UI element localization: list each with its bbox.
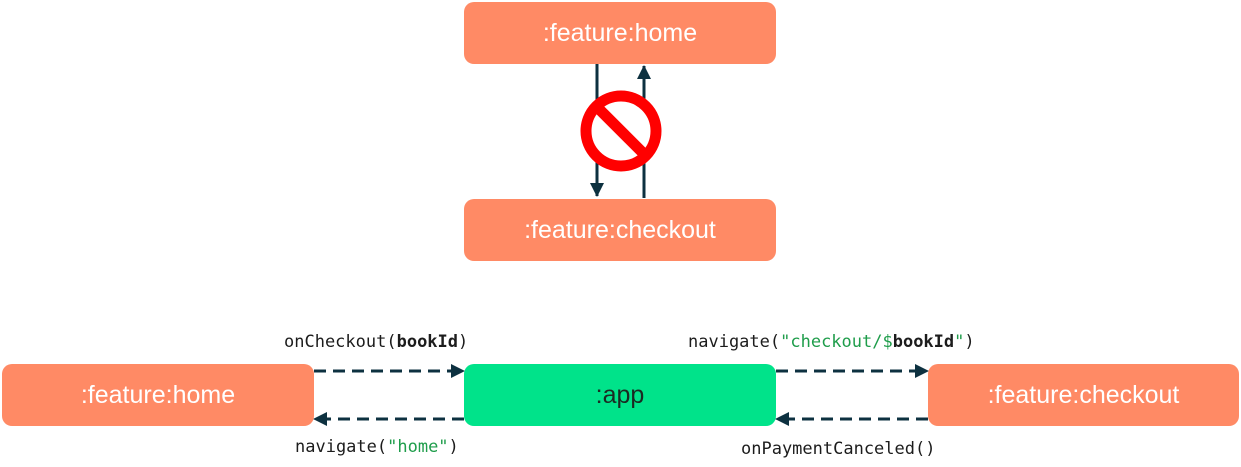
bottom-checkout-module-box: :feature:checkout xyxy=(928,364,1239,426)
navigate-home-string: "home" xyxy=(387,437,449,457)
top-checkout-module-box: :feature:checkout xyxy=(464,199,776,261)
app-module-label: :app xyxy=(595,380,645,409)
top-home-module-box: :feature:home xyxy=(464,2,776,64)
navigate-checkout-label: navigate("checkout/$bookId") xyxy=(688,332,975,352)
bottom-home-module-label: :feature:home xyxy=(80,380,236,409)
on-checkout-fn: onCheckout( xyxy=(284,332,397,352)
navigate-checkout-string-open: "checkout/$ xyxy=(780,332,893,352)
on-checkout-close: ) xyxy=(458,332,469,352)
navigate-checkout-close: ) xyxy=(964,332,975,352)
app-module-box: :app xyxy=(464,364,776,426)
navigate-checkout-arg: bookId xyxy=(892,332,955,352)
navigate-checkout-fn: navigate( xyxy=(688,332,781,352)
forbidden-icon xyxy=(580,90,662,172)
on-payment-canceled-label: onPaymentCanceled() xyxy=(741,439,935,459)
top-home-module-label: :feature:home xyxy=(542,18,698,47)
navigate-checkout-string-close: " xyxy=(954,332,965,352)
navigate-home-label: navigate("home") xyxy=(295,437,459,457)
on-checkout-arg: bookId xyxy=(396,332,459,352)
bottom-home-module-box: :feature:home xyxy=(2,364,314,426)
navigate-home-fn: navigate( xyxy=(295,437,388,457)
on-checkout-label: onCheckout(bookId) xyxy=(284,332,468,352)
on-payment-canceled-text: onPaymentCanceled() xyxy=(741,439,936,459)
navigate-home-close: ) xyxy=(448,437,459,457)
top-checkout-module-label: :feature:checkout xyxy=(524,215,716,244)
bottom-checkout-module-label: :feature:checkout xyxy=(987,380,1180,409)
